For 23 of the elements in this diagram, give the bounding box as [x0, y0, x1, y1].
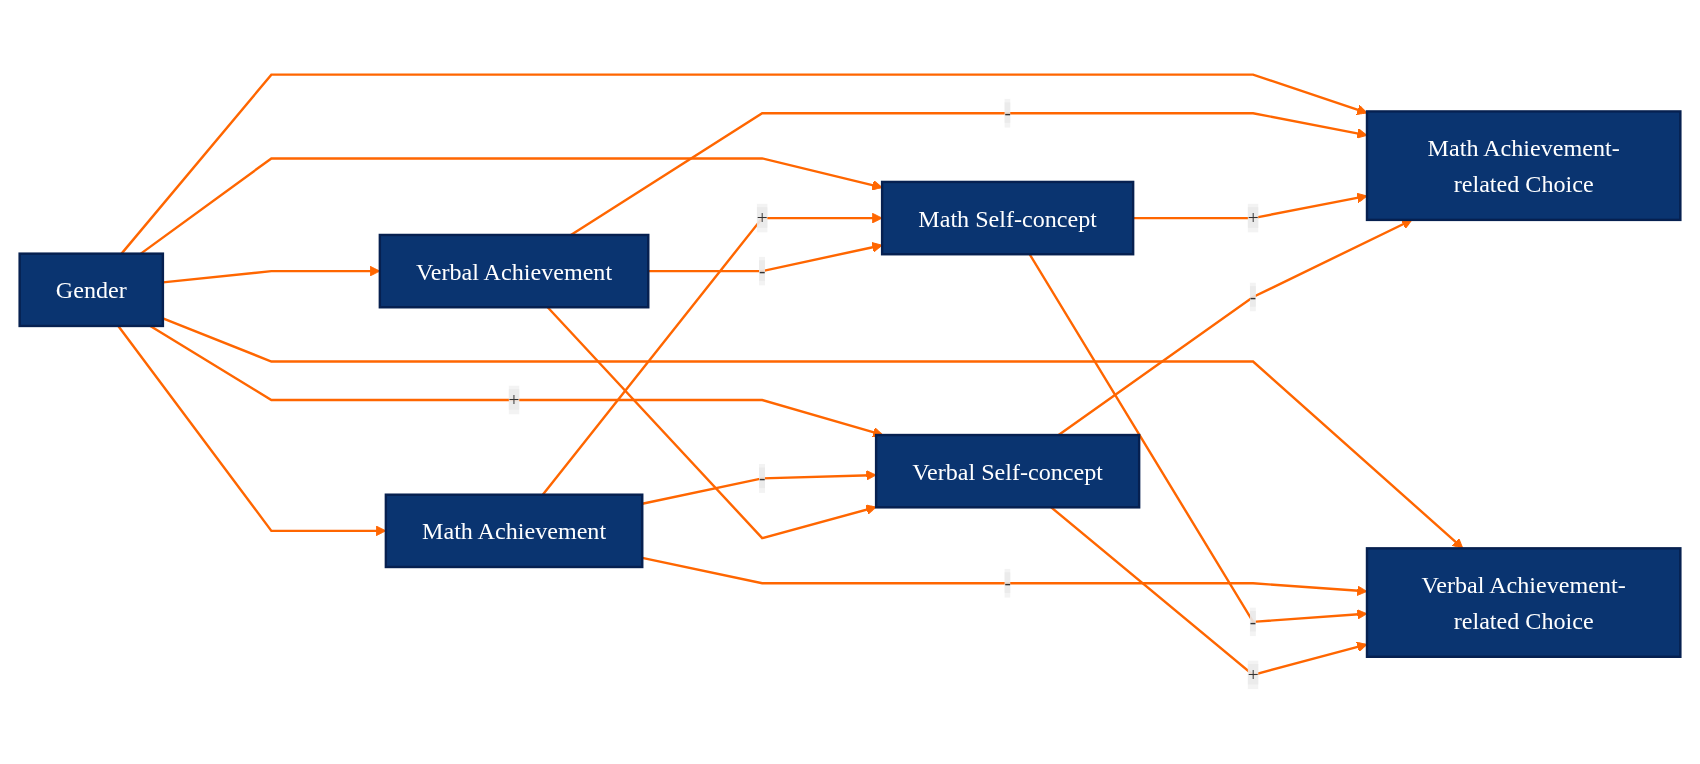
edge-label: -	[758, 260, 766, 281]
node-box: Math Achievement	[384, 493, 644, 569]
arrow	[1057, 219, 1413, 436]
arrow	[648, 242, 883, 273]
edge-label: -	[1004, 572, 1011, 593]
edge-label: +	[508, 389, 520, 410]
arrow	[541, 212, 883, 496]
node-box: Verbal Self-concept	[874, 433, 1141, 509]
edge-label: +	[1247, 664, 1259, 685]
node-box: Verbal Achievement	[378, 233, 650, 309]
arrow	[162, 317, 1464, 549]
edge-label: -	[758, 467, 766, 489]
edge-label: -	[1004, 102, 1011, 123]
node-box: Math Achievement-related Choice	[1365, 110, 1682, 222]
node-box: Math Self-concept	[880, 180, 1135, 256]
edge-label: -	[1249, 286, 1257, 307]
edge-label: +	[756, 207, 768, 228]
arrow	[120, 73, 1368, 255]
node-box: Gender	[18, 252, 165, 328]
node-box: Verbal Achievement-related Choice	[1365, 547, 1682, 658]
edge-label: -	[1249, 611, 1257, 632]
arrow	[642, 470, 877, 505]
edge-label: +	[1247, 207, 1259, 228]
